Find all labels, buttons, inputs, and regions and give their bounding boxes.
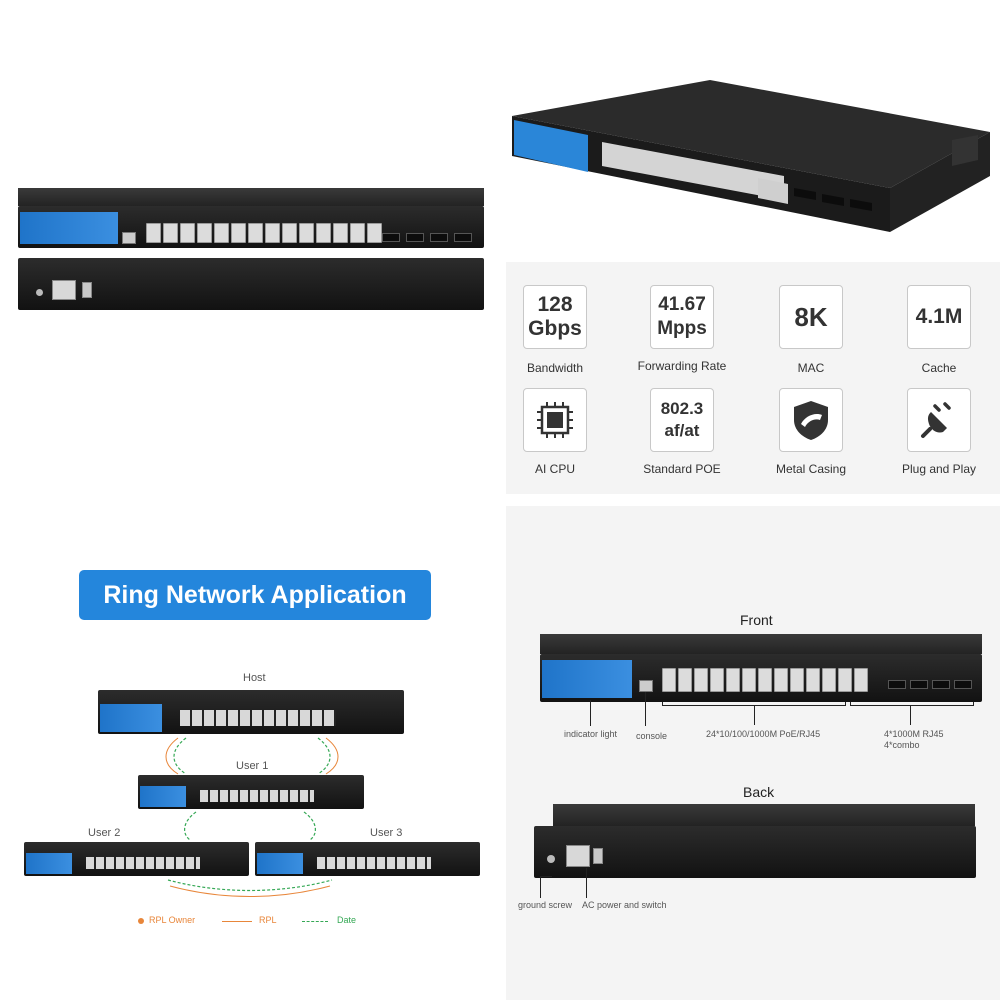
product-front-back-view — [18, 188, 484, 312]
rj45-port — [854, 668, 868, 692]
ac-socket-icon — [52, 280, 76, 300]
user3-label: User 3 — [370, 827, 403, 839]
rj45-port — [838, 668, 852, 692]
rj45-port — [678, 668, 692, 692]
power-switch-icon — [82, 282, 92, 298]
rj45-port — [806, 668, 820, 692]
mac-value: 8K — [779, 285, 843, 349]
host-label: Host — [243, 672, 266, 684]
ring-network-title-banner: Ring Network Application — [79, 570, 431, 620]
bandwidth-label: Bandwidth — [526, 361, 584, 375]
rj45-port — [316, 223, 331, 243]
plug-icon — [907, 388, 971, 452]
mac-label: MAC — [797, 361, 825, 375]
rj45-port — [774, 668, 788, 692]
rj45-port — [758, 668, 772, 692]
console-port — [122, 232, 136, 244]
poe-value-text: 802.3 af/at — [660, 399, 704, 440]
combo-label-1: 4*1000M RJ45 — [884, 729, 944, 739]
ring-network-title: Ring Network Application — [103, 580, 407, 609]
cpu-icon — [523, 388, 587, 452]
rj45-ports-top-row — [146, 223, 382, 243]
rj45-port — [248, 223, 263, 243]
ring-legend: RPL Owner RPL Date — [138, 915, 378, 929]
rj45-port — [790, 668, 804, 692]
rpl-label: RPL — [259, 915, 277, 925]
rj45-port — [710, 668, 724, 692]
rj45-port — [822, 668, 836, 692]
ai-cpu-label: AI CPU — [534, 462, 575, 476]
front-blue-panel — [20, 212, 118, 244]
rj45-port — [146, 223, 161, 243]
ac-power-label: AC power and switch — [582, 900, 667, 910]
console-label: console — [636, 731, 668, 741]
forwarding-value-text: 41.67 Mpps — [657, 294, 707, 339]
front-title: Front — [740, 612, 773, 628]
rpl-line-icon — [222, 921, 252, 922]
rpl-owner-dot-icon — [138, 918, 144, 924]
rj45-port — [333, 223, 348, 243]
ground-screw-icon — [36, 289, 43, 296]
rj45-port — [265, 223, 280, 243]
power-switch-icon — [593, 848, 603, 864]
back-title: Back — [743, 784, 775, 800]
product-isometric-view — [512, 80, 992, 240]
forwarding-rate-label: Forwarding Rate — [637, 359, 727, 373]
user2-label: User 2 — [88, 827, 121, 839]
ring-connection-arrows — [165, 737, 339, 897]
indicator-light-label: indicator light — [564, 729, 618, 739]
rj45-port — [726, 668, 740, 692]
plug-and-play-label: Plug and Play — [901, 462, 977, 476]
ground-screw-icon — [547, 855, 555, 863]
rj45-port — [180, 223, 195, 243]
rj45-port — [214, 223, 229, 243]
standard-poe-label: Standard POE — [643, 462, 721, 476]
rj45-port — [742, 668, 756, 692]
back-switch — [534, 826, 976, 878]
front-back-diagram-panel — [506, 506, 1000, 1000]
bandwidth-value-text: 128 Gbps — [528, 293, 582, 340]
date-label: Date — [337, 915, 357, 925]
date-arrow-icon — [302, 921, 328, 923]
cache-value: 4.1M — [907, 285, 971, 349]
rj45-port — [197, 223, 212, 243]
user1-label: User 1 — [236, 760, 269, 772]
rj45-port — [163, 223, 178, 243]
rj45-port — [231, 223, 246, 243]
indicator-light-panel — [542, 660, 632, 698]
back-panel — [18, 258, 484, 310]
ac-socket-icon — [566, 845, 590, 867]
rj45-port — [299, 223, 314, 243]
poe-value: 802.3 af/at — [650, 388, 714, 452]
rj45-port — [694, 668, 708, 692]
rj45-port — [662, 668, 676, 692]
rj45-port — [367, 223, 382, 243]
rj45-port — [282, 223, 297, 243]
rpl-owner-label: RPL Owner — [149, 915, 196, 925]
metal-casing-label: Metal Casing — [775, 462, 847, 476]
combo-label-2: 4*combo — [884, 740, 920, 750]
forwarding-value: 41.67 Mpps — [650, 285, 714, 349]
rj45-port — [350, 223, 365, 243]
shield-icon — [779, 388, 843, 452]
console-port — [639, 680, 653, 692]
rj45-ports-front — [662, 668, 868, 692]
cache-value-text: 4.1M — [915, 305, 963, 328]
ground-screw-label: ground screw — [518, 900, 573, 910]
cache-label: Cache — [921, 361, 957, 375]
bandwidth-value: 128 Gbps — [523, 285, 587, 349]
mac-value-text: 8K — [794, 302, 828, 332]
ports-label: 24*10/100/1000M PoE/RJ45 — [706, 729, 821, 739]
